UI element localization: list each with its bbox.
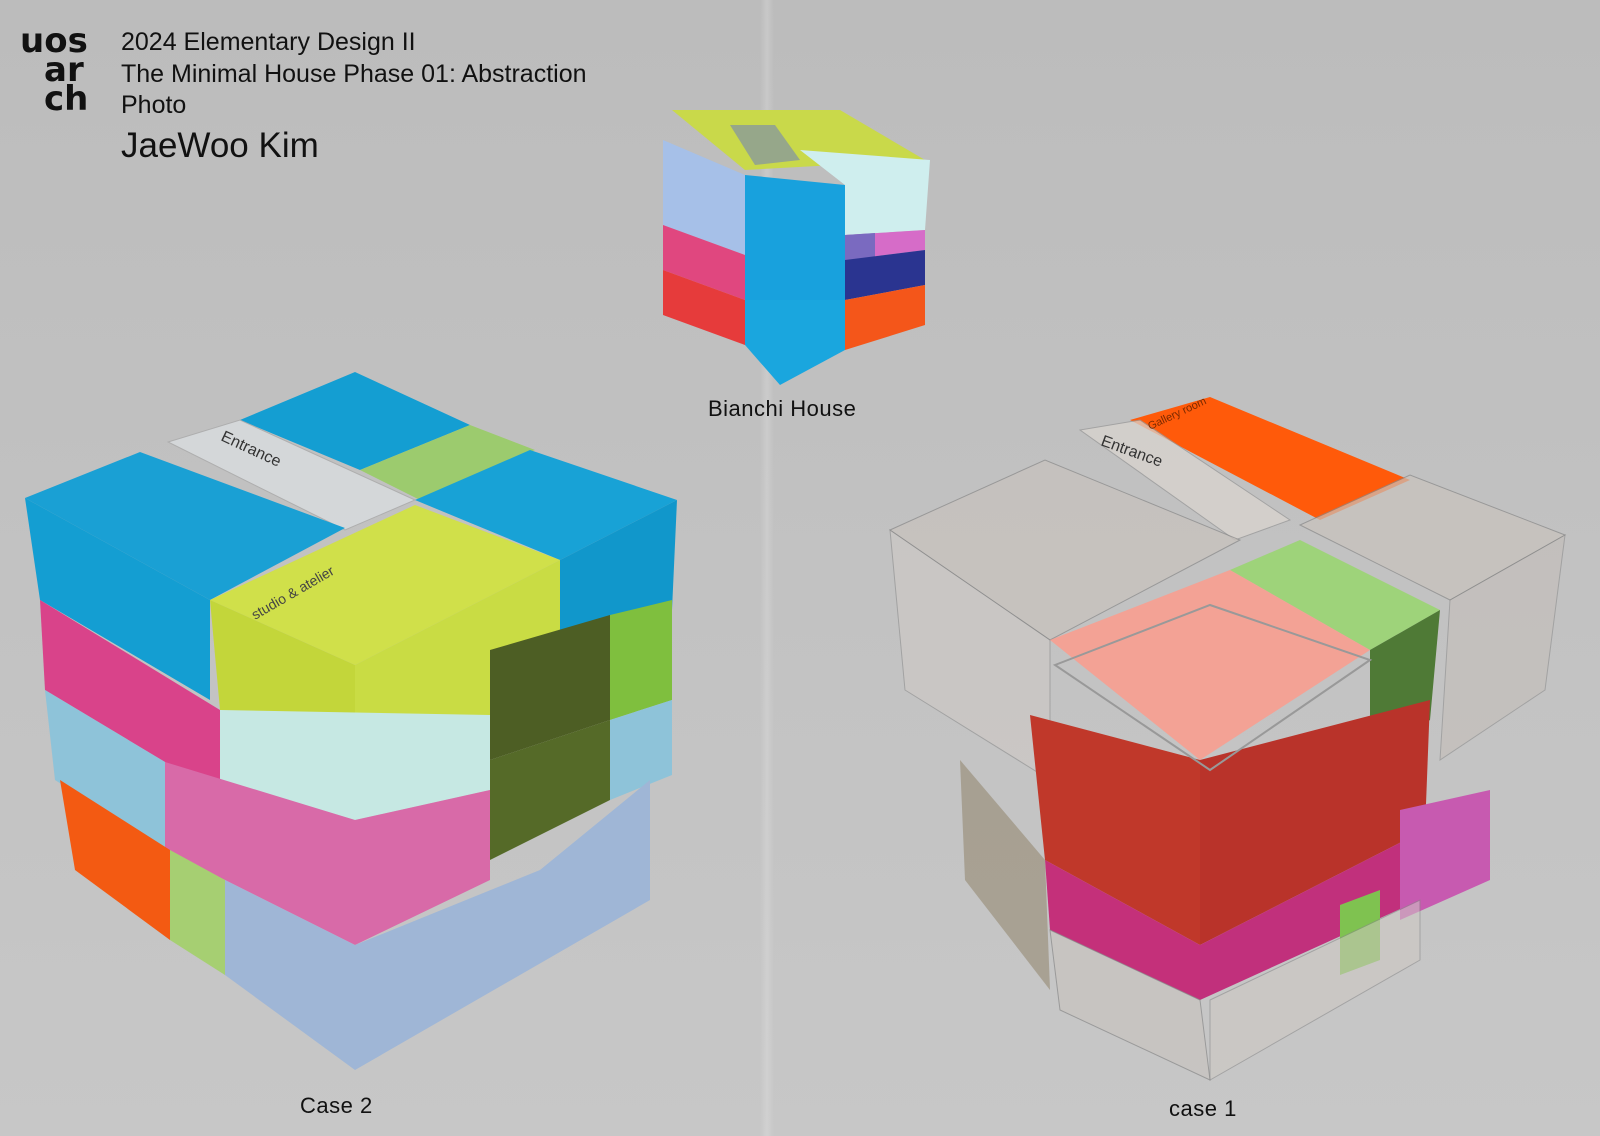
panel-divider bbox=[760, 0, 774, 1136]
case2-caption: Case 2 bbox=[300, 1093, 373, 1118]
case2-studio-label: studio & atelier bbox=[249, 562, 337, 622]
case1-cube: Entrance Gallery room bbox=[888, 395, 1567, 1081]
case1-room-label: Gallery room bbox=[1146, 395, 1208, 432]
svg-text:uos: uos bbox=[20, 24, 88, 61]
case1-caption: case 1 bbox=[1169, 1096, 1237, 1121]
uosarch-logo: uos ar ch bbox=[20, 24, 88, 116]
author-name: JaeWoo Kim bbox=[121, 125, 319, 165]
case1-entrance-label: Entrance bbox=[1099, 433, 1165, 471]
case2-entrance-label: Entrance bbox=[218, 428, 283, 471]
header-block: 2024 Elementary Design II The Minimal Ho… bbox=[121, 27, 587, 168]
project-title: The Minimal House Phase 01: Abstraction bbox=[121, 59, 587, 88]
case2-cube: Entrance studio & atelier bbox=[25, 372, 677, 1070]
section-label: Photo bbox=[121, 91, 187, 119]
bianchi-cube bbox=[663, 110, 930, 385]
svg-text:ch: ch bbox=[44, 79, 88, 116]
bianchi-house-caption: Bianchi House bbox=[708, 396, 857, 421]
svg-text:ar: ar bbox=[44, 50, 84, 90]
course-title: 2024 Elementary Design II bbox=[121, 28, 416, 56]
